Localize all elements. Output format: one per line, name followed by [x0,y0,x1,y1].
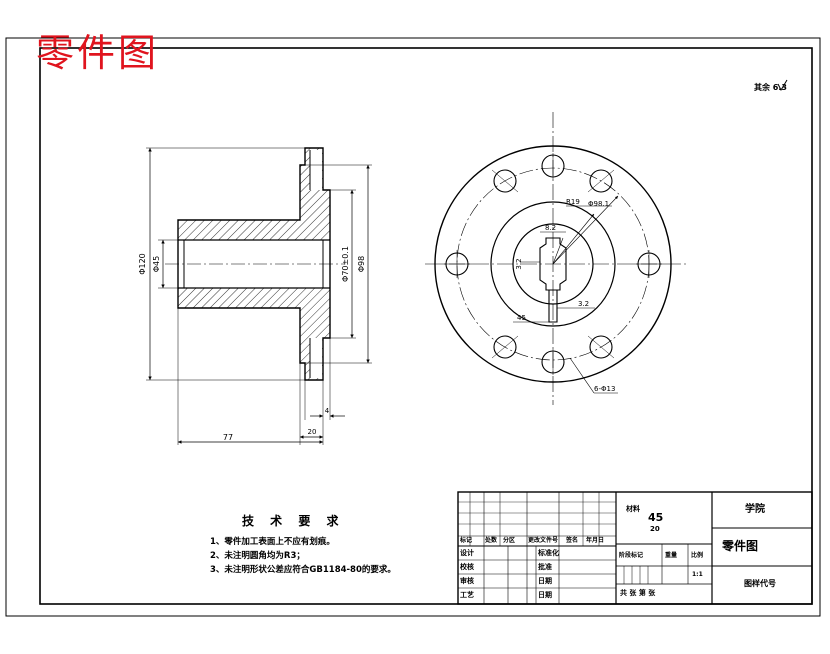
dim-r19: R19 [566,198,580,206]
inner-border [39,47,813,605]
dim-d98: Φ98 [357,256,366,272]
flange-outer-circle [434,145,672,383]
rev-header: 标记 [460,537,473,544]
tech-item: 2、未注明圆角均为R3； [210,551,305,561]
tech-title: 技 术 要 求 [242,514,345,528]
bolt-hole [493,169,517,193]
rev-header: 签名 [566,537,579,544]
sign-mid-label: 日期 [538,577,552,585]
bolt-hole [493,335,517,359]
sign-row-label: 审核 [460,577,474,585]
dim-d45: Φ45 [152,256,161,272]
rev-header: 更改文件号 [528,537,559,544]
hub-circle [490,201,616,327]
rev-header: 年月日 [586,537,605,544]
sign-mid-label: 日期 [538,591,552,599]
tech-item: 3、未注明形状公差应符合GB1184-80的要求。 [210,565,396,575]
dim-77: 77 [223,433,233,442]
tech-item: 1、零件加工表面上不应有划痕。 [210,537,335,547]
rev-header: 处数 [485,537,498,544]
weight-label: 重量 [665,552,678,559]
roughness-note: 其余 6.3 [754,83,787,92]
dim-d120: Φ120 [138,253,147,275]
dim-d98-1: Φ98.1 [588,200,609,208]
scale-label: 比例 [691,552,704,559]
dim-8-2: 8.2 [545,224,556,232]
section-view: Φ120 Φ45 Φ70±0.1 Φ98 77 20 4 [138,147,372,445]
stage-label: 阶段标记 [619,552,644,559]
sheet-count: 共 张 第 张 [620,589,656,597]
material-sub: 20 [650,525,660,533]
sign-row-label: 工艺 [460,591,474,599]
drawing-code-label: 图样代号 [744,579,776,588]
dim-d70: Φ70±0.1 [341,246,350,282]
drawing-banner: 零件图 [36,31,160,75]
sign-mid-label: 标准化 [538,549,559,557]
dim-20: 20 [308,428,317,436]
dim-45: 45 [517,314,526,322]
scale-value: 1:1 [692,571,703,578]
dim-holes: 6-Φ13 [594,385,615,393]
outer-border [5,37,821,617]
front-view: R19 Φ98.1 8.2 3.2 45 3.2 6-Φ13 [425,112,688,405]
title-block [457,491,813,605]
roughness-symbol [777,79,788,92]
material-value: 45 [648,511,664,524]
bolt-hole [589,169,613,193]
sign-row-label: 校核 [460,563,474,571]
dim-3-2-right: 3.2 [578,300,589,308]
material-label: 材料 [626,505,640,513]
rev-header: 分区 [503,537,516,544]
bolt-hole [589,335,613,359]
dim-3-2-left: 3.2 [515,258,523,269]
part-name: 零件图 [722,539,759,553]
school-label: 学院 [745,504,765,515]
dim-4: 4 [325,407,330,415]
sign-row-label: 设计 [460,549,474,557]
sign-mid-label: 批准 [538,563,552,571]
technical-requirements: 技 术 要 求 1、零件加工表面上不应有划痕。 2、未注明圆角均为R3； 3、未… [210,512,470,577]
